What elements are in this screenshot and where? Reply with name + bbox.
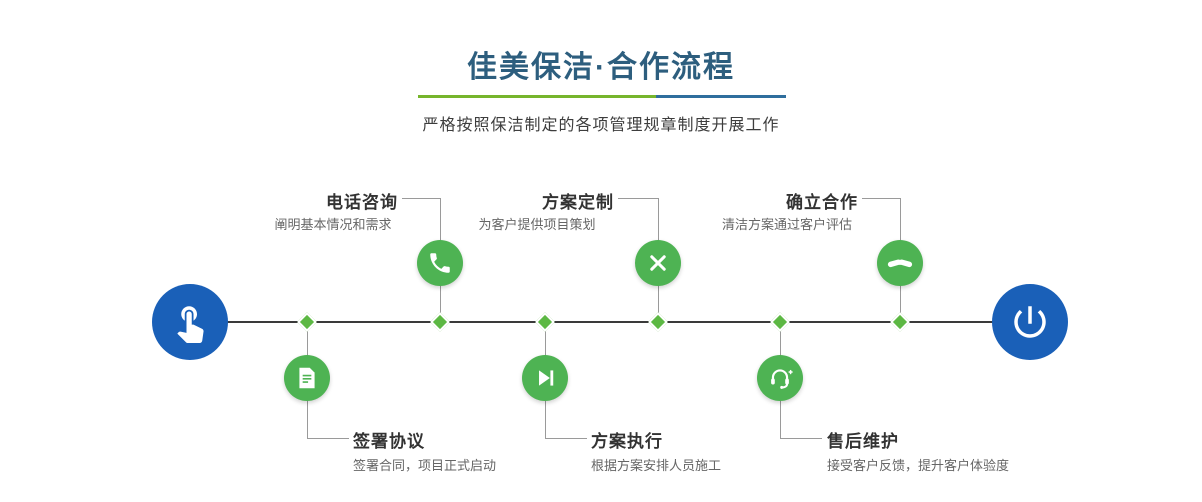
divider-green-segment xyxy=(418,95,656,98)
page-title: 佳美保洁·合作流程 xyxy=(467,51,735,84)
step-title-execute: 方案执行 xyxy=(591,432,663,451)
connector-line xyxy=(780,438,822,439)
timeline-end-node xyxy=(992,284,1068,360)
phone-icon xyxy=(427,250,453,276)
step-node-design xyxy=(635,240,681,286)
step-desc-contract: 签署合同，项目正式启动 xyxy=(353,458,497,473)
connector-line xyxy=(307,438,349,439)
step-desc-handshake: 清洁方案通过客户评估 xyxy=(721,217,852,232)
timeline-axis xyxy=(190,321,1030,323)
title-divider xyxy=(418,95,786,98)
timeline-diamond-marker xyxy=(890,312,910,332)
step-title-handshake: 确立合作 xyxy=(786,193,858,212)
timeline-diamond-marker xyxy=(430,312,450,332)
headset-plus-icon xyxy=(767,365,793,391)
step-node-phone xyxy=(417,240,463,286)
page-subtitle: 严格按照保洁制定的各项管理规章制度开展工作 xyxy=(422,117,780,134)
step-desc-support: 接受客户反馈，提升客户体验度 xyxy=(827,458,1010,473)
step-title-design: 方案定制 xyxy=(542,193,614,212)
design-tools-icon xyxy=(645,250,671,276)
step-node-support xyxy=(757,355,803,401)
step-node-execute xyxy=(522,355,568,401)
step-title-contract: 签署协议 xyxy=(353,432,425,451)
connector-line xyxy=(862,198,900,199)
step-title-support: 售后维护 xyxy=(827,432,899,451)
connector-line xyxy=(545,438,587,439)
step-title-phone: 电话咨询 xyxy=(326,193,398,212)
step-node-handshake xyxy=(877,240,923,286)
play-icon xyxy=(532,365,558,391)
handshake-icon xyxy=(886,249,914,277)
connector-line xyxy=(402,198,440,199)
step-desc-design: 为客户提供项目策划 xyxy=(478,217,596,232)
hand-pointer-icon xyxy=(169,301,211,343)
power-icon xyxy=(1009,301,1051,343)
contract-icon xyxy=(294,365,320,391)
timeline-start-node xyxy=(152,284,228,360)
divider-blue-segment xyxy=(656,95,786,98)
timeline-diamond-marker xyxy=(535,312,555,332)
timeline-diamond-marker xyxy=(770,312,790,332)
step-node-contract xyxy=(284,355,330,401)
connector-line xyxy=(618,198,658,199)
step-desc-phone: 阐明基本情况和需求 xyxy=(274,217,392,232)
timeline-diamond-marker xyxy=(648,312,668,332)
timeline-diamond-marker xyxy=(297,312,317,332)
step-desc-execute: 根据方案安排人员施工 xyxy=(591,458,722,473)
